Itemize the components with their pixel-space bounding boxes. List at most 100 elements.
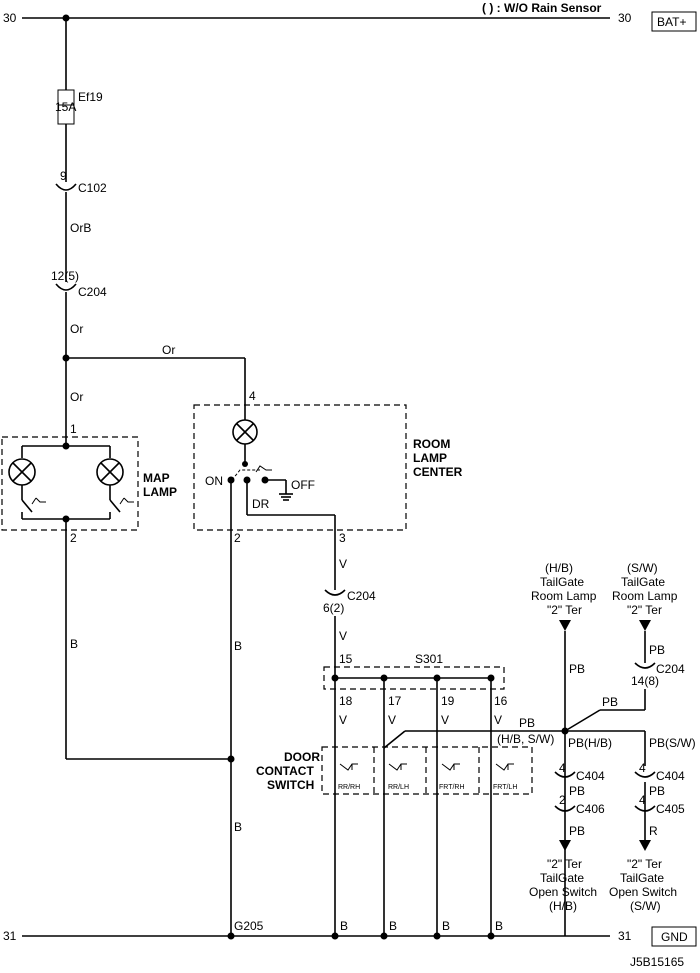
c204-top-pin: 12(5) bbox=[51, 269, 79, 283]
wire-b-g4: B bbox=[495, 919, 503, 933]
c406-connector bbox=[554, 805, 576, 812]
c404-a-label: C404 bbox=[576, 769, 605, 783]
room-lamp-label-1: ROOM bbox=[413, 437, 450, 451]
fuse-name: Ef19 bbox=[78, 90, 103, 104]
wire-pb-c404a: PB bbox=[569, 784, 585, 798]
switch-icon bbox=[339, 763, 358, 771]
gnd-terminal bbox=[651, 926, 697, 947]
s301-pin19: 19 bbox=[441, 694, 455, 708]
tailgate-lamp-hb-line2: Room Lamp bbox=[531, 589, 597, 603]
switch-icon bbox=[231, 465, 272, 481]
map-lamp-label-2: LAMP bbox=[143, 485, 177, 499]
switch-icon bbox=[21, 497, 46, 513]
bottom-left-number: 31 bbox=[3, 929, 17, 943]
c204-mid-label: C204 bbox=[347, 589, 376, 603]
c204-mid-pin: 6(2) bbox=[323, 601, 344, 615]
tailgate-lamp-sw-line1: TailGate bbox=[621, 575, 665, 589]
tailgate-lamp-hb-line3: "2" Ter bbox=[547, 603, 582, 617]
wire-v-16: V bbox=[494, 713, 502, 727]
tailgate-switch-sw-line3: Open Switch bbox=[609, 885, 677, 899]
s301-pin18: 18 bbox=[339, 694, 353, 708]
c204-right-connector bbox=[634, 662, 656, 669]
bottom-right-number: 31 bbox=[618, 929, 632, 943]
map-lamp-pin-bottom: 2 bbox=[70, 531, 77, 545]
room-lamp-pin-top: 4 bbox=[249, 389, 256, 403]
tailgate-switch-sw-variant: (S/W) bbox=[630, 899, 661, 913]
wire-b-room: B bbox=[234, 639, 242, 653]
tailgate-switch-hb-variant: (H/B) bbox=[549, 899, 577, 913]
tailgate-switch-sw-line2: TailGate bbox=[620, 871, 664, 885]
door-switch-rr-rh: RR/RH bbox=[338, 784, 360, 791]
door-switch-frt-rh: FRT/RH bbox=[439, 784, 465, 791]
wire-b-g3: B bbox=[442, 919, 450, 933]
wire-b-g2: B bbox=[389, 919, 397, 933]
arrow-down-icon bbox=[559, 840, 571, 851]
wire-pb-hb: PB(H/B) bbox=[568, 736, 612, 750]
c102-pin: 9 bbox=[60, 169, 67, 183]
top-left-number: 30 bbox=[3, 11, 17, 25]
wire-v-1: V bbox=[339, 557, 347, 571]
map-lamp-label-1: MAP bbox=[143, 471, 170, 485]
rain-sensor-note: ( ) : W/O Rain Sensor bbox=[482, 1, 602, 15]
tailgate-switch-sw-line1: "2" Ter bbox=[627, 857, 662, 871]
ground-icon bbox=[279, 493, 293, 501]
c405-label: C405 bbox=[656, 802, 685, 816]
room-lamp-dr: DR bbox=[252, 497, 270, 511]
wire-or-2: Or bbox=[70, 390, 83, 404]
wire-pb-left: PB bbox=[569, 662, 585, 676]
wire-orb: OrB bbox=[70, 221, 91, 235]
tailgate-lamp-sw-variant: (S/W) bbox=[627, 561, 658, 575]
wire-pb-sw: PB(S/W) bbox=[649, 736, 696, 750]
wire-v-2: V bbox=[339, 629, 347, 643]
tailgate-lamp-hb-line1: TailGate bbox=[540, 575, 584, 589]
wire-v-17: V bbox=[388, 713, 396, 727]
wire-pb-bus-label: PB bbox=[519, 716, 535, 730]
wire-pb-c404b: PB bbox=[649, 784, 665, 798]
door-switch-rr-lh: RR/LH bbox=[388, 784, 409, 791]
c204-mid-connector bbox=[324, 589, 346, 596]
map-lamp-pin-top: 1 bbox=[70, 422, 77, 436]
wire-or-branch-label: Or bbox=[162, 343, 175, 357]
room-lamp-pin-bottom: 3 bbox=[339, 531, 346, 545]
switch-icon bbox=[495, 763, 514, 771]
wire-pb-bus bbox=[383, 730, 406, 749]
s301-splice-box bbox=[323, 666, 505, 690]
room-lamp-off: OFF bbox=[291, 478, 315, 492]
map-lamp-box bbox=[1, 436, 139, 531]
c406-label: C406 bbox=[576, 802, 605, 816]
s301-pin15: 15 bbox=[339, 652, 353, 666]
lamp-icon bbox=[96, 458, 124, 486]
door-switch-box bbox=[321, 746, 533, 795]
lamp-icon bbox=[232, 419, 258, 445]
c404-b-label: C404 bbox=[656, 769, 685, 783]
tailgate-switch-hb-line1: "2" Ter bbox=[547, 857, 582, 871]
c204-right-label: C204 bbox=[656, 662, 685, 676]
lamp-icon bbox=[8, 458, 36, 486]
c102-connector bbox=[55, 183, 77, 191]
bat-plus-label: BAT+ bbox=[657, 15, 686, 29]
c405-connector bbox=[634, 805, 656, 812]
door-switch-label-3: SWITCH bbox=[267, 778, 314, 792]
tailgate-lamp-hb-variant: (H/B) bbox=[545, 561, 573, 575]
door-switch-frt-lh: FRT/LH bbox=[493, 784, 517, 791]
room-lamp-label-2: LAMP bbox=[413, 451, 447, 465]
switch-icon bbox=[109, 497, 134, 513]
wire-v-19: V bbox=[441, 713, 449, 727]
c404-a-pin: 4 bbox=[559, 761, 566, 775]
c405-pin: 4 bbox=[639, 793, 646, 807]
s301-pin16: 16 bbox=[494, 694, 508, 708]
wire-pb-bus-note: (H/B, S/W) bbox=[497, 732, 554, 746]
wire-b-map: B bbox=[70, 637, 78, 651]
wire-pb-join: PB bbox=[602, 695, 618, 709]
tailgate-switch-hb-line2: TailGate bbox=[540, 871, 584, 885]
wire-r-c405: R bbox=[649, 824, 658, 838]
wire-or-1: Or bbox=[70, 322, 83, 336]
arrow-down-icon bbox=[639, 620, 651, 631]
top-right-number: 30 bbox=[618, 11, 632, 25]
room-lamp-pin-left: 2 bbox=[234, 531, 241, 545]
tailgate-lamp-sw-line2: Room Lamp bbox=[612, 589, 678, 603]
gnd-label: GND bbox=[661, 930, 688, 944]
wire-pb-c406: PB bbox=[569, 824, 585, 838]
wire-pb-right-top: PB bbox=[649, 643, 665, 657]
tailgate-switch-hb-line3: Open Switch bbox=[529, 885, 597, 899]
